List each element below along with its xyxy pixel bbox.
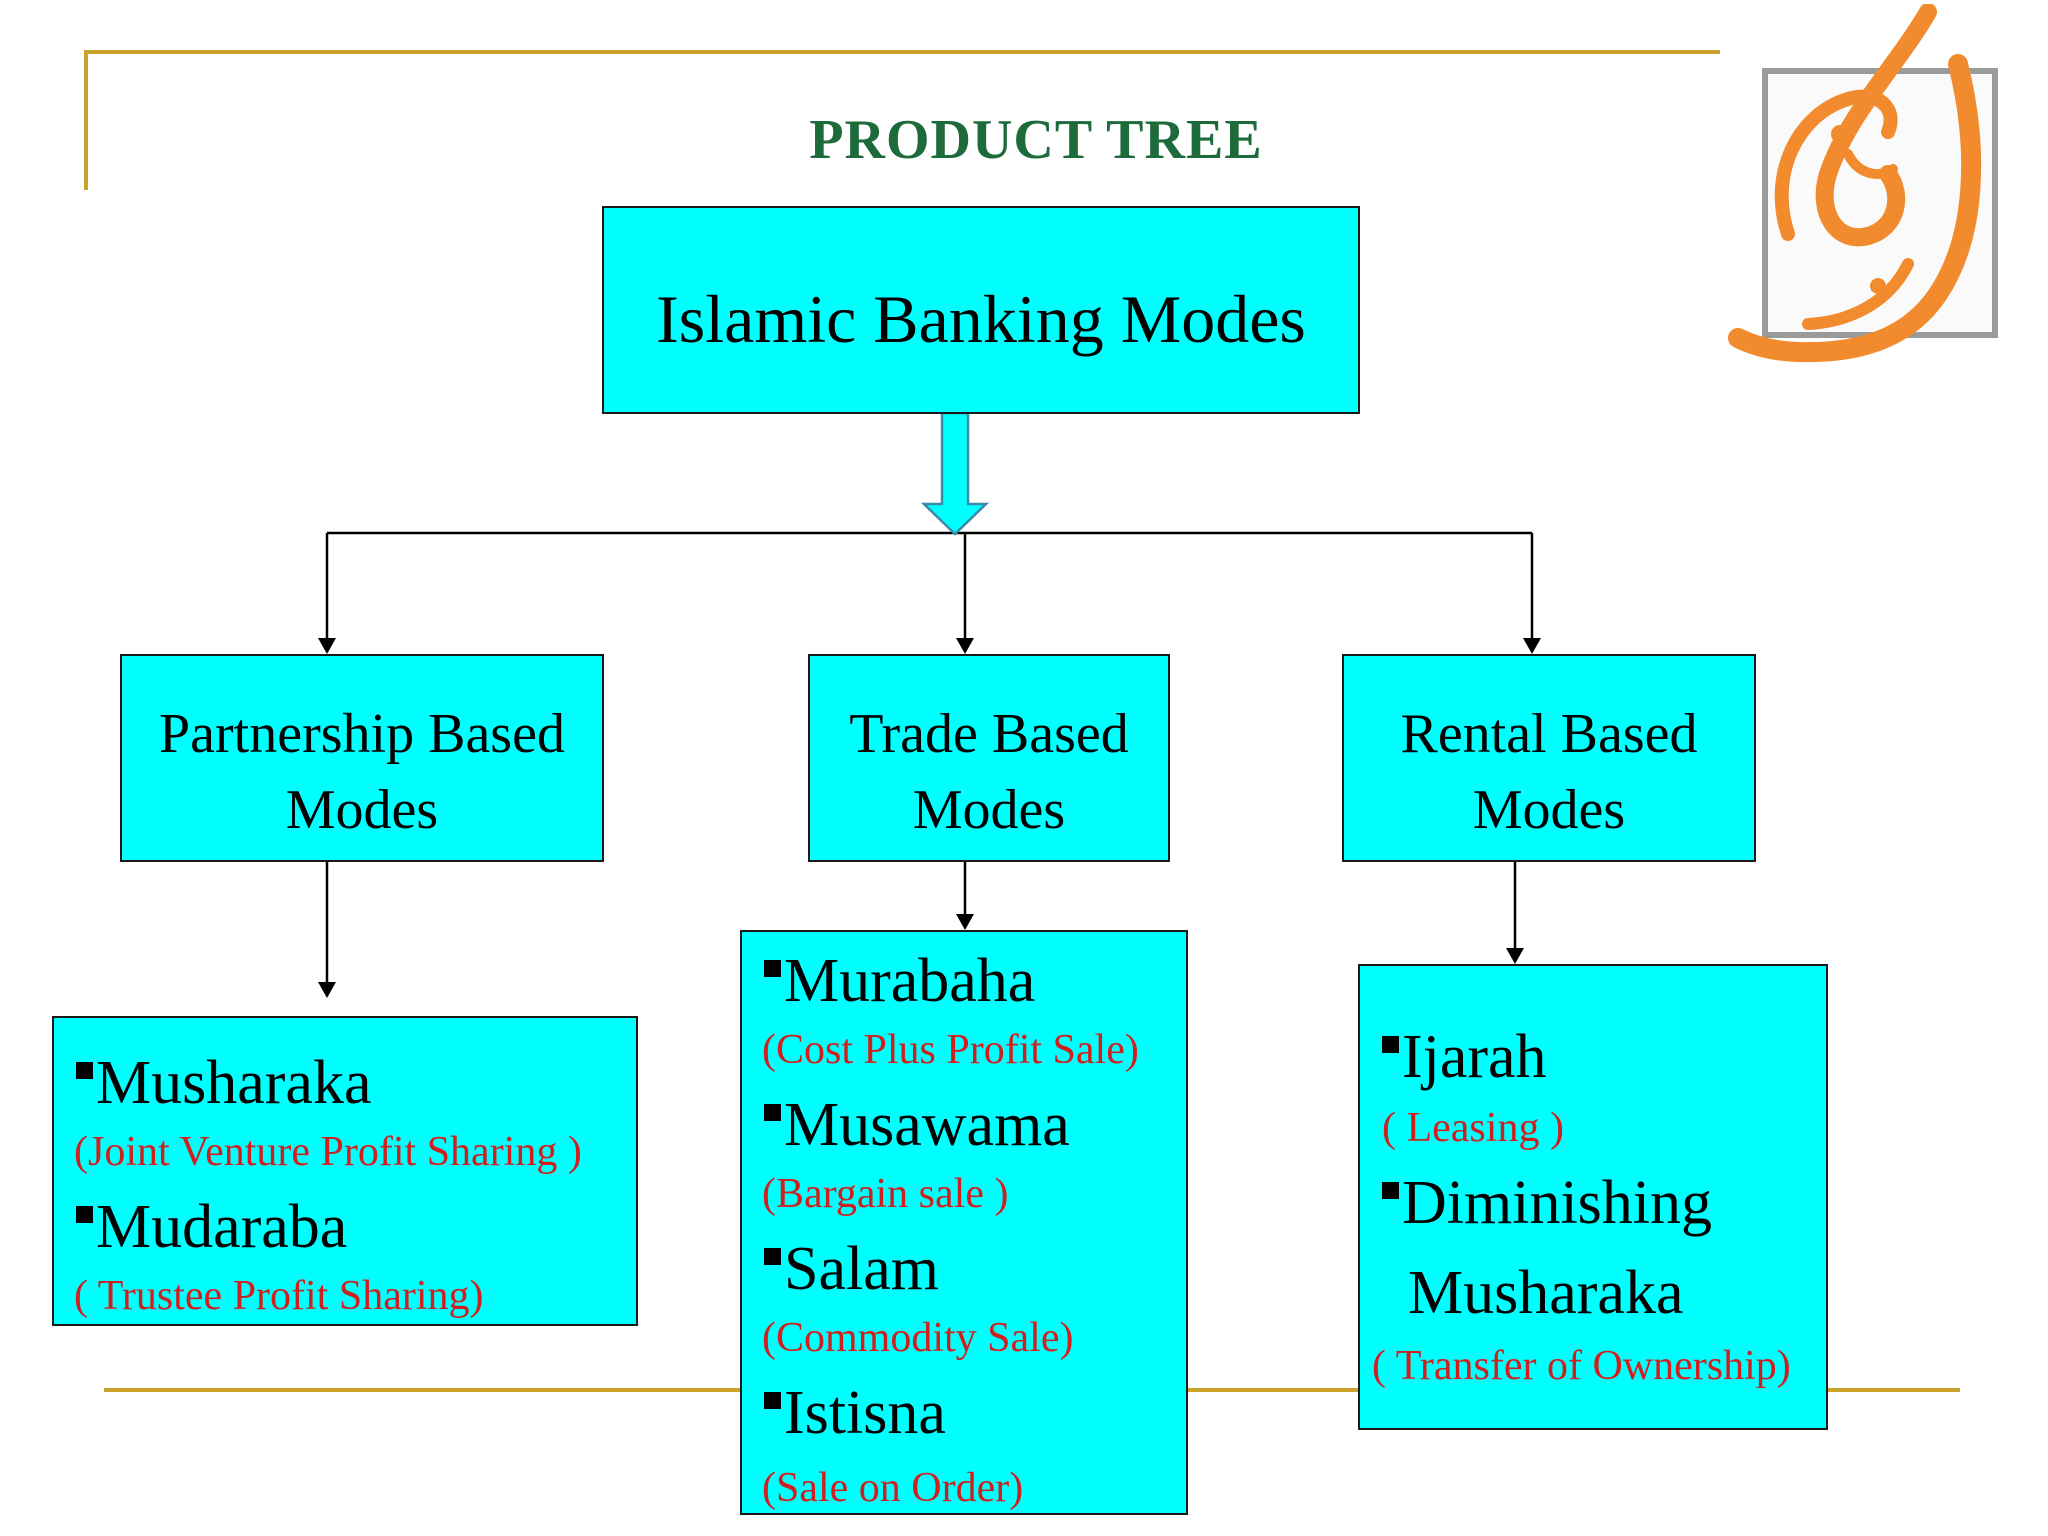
list-item-murabaha: Murabaha <box>764 946 1035 1016</box>
item-name: Diminishing <box>1402 1169 1713 1237</box>
arabic-calligraphy-logo-icon <box>1728 4 1982 363</box>
slide-title: PRODUCT TREE <box>809 109 1263 171</box>
category-label-trade: Trade Based Modes <box>810 696 1168 848</box>
top-gold-rule <box>84 50 1720 190</box>
item-name: Istisna <box>784 1379 946 1447</box>
square-bullet-icon <box>76 1206 93 1223</box>
detail-box-rental: Ijarah ( Leasing ) Diminishing Musharaka… <box>1358 964 1828 1430</box>
tree-connectors <box>325 531 1534 984</box>
item-name: Murabaha <box>784 947 1036 1015</box>
category-label-line: Partnership Based <box>159 703 565 765</box>
item-description: (Joint Venture Profit Sharing ) <box>74 1129 582 1175</box>
category-label-line: Rental Based <box>1400 703 1698 765</box>
item-description: (Bargain sale ) <box>762 1171 1009 1217</box>
square-bullet-icon <box>764 1248 781 1265</box>
item-description: (Sale on Order) <box>762 1465 1024 1511</box>
item-description: (Cost Plus Profit Sale) <box>762 1027 1139 1073</box>
square-bullet-icon <box>76 1062 93 1079</box>
root-down-arrow <box>920 411 990 536</box>
category-box-rental: Rental Based Modes <box>1342 654 1756 862</box>
list-item-istisna: Istisna <box>764 1378 946 1448</box>
list-item-mudaraba: Mudaraba <box>76 1192 347 1262</box>
list-item-musawama: Musawama <box>764 1090 1070 1160</box>
list-item-ijarah: Ijarah <box>1382 1022 1547 1092</box>
list-item-musharaka: Musharaka <box>76 1048 371 1118</box>
category-box-partnership: Partnership Based Modes <box>120 654 604 862</box>
root-label: Islamic Banking Modes <box>656 281 1306 357</box>
square-bullet-icon <box>764 1104 781 1121</box>
category-label-line: Modes <box>1472 779 1626 841</box>
item-name: Musawama <box>784 1091 1070 1159</box>
detail-box-partnership: Musharaka (Joint Venture Profit Sharing … <box>52 1016 638 1326</box>
square-bullet-icon <box>1382 1182 1399 1199</box>
category-label-partnership: Partnership Based Modes <box>122 696 602 848</box>
item-name: Salam <box>784 1235 939 1303</box>
category-label-line: Modes <box>912 779 1066 841</box>
square-bullet-icon <box>764 1392 781 1409</box>
detail-box-trade: Murabaha (Cost Plus Profit Sale) Musawam… <box>740 930 1188 1515</box>
square-bullet-icon <box>764 960 781 977</box>
category-label-line: Modes <box>285 779 439 841</box>
arrowheads <box>318 638 1541 998</box>
item-description: (Commodity Sale) <box>762 1315 1074 1361</box>
item-name: Musharaka <box>96 1049 372 1117</box>
item-description: ( Leasing ) <box>1382 1105 1564 1151</box>
item-name: Ijarah <box>1402 1023 1547 1091</box>
item-description: ( Transfer of Ownership) <box>1372 1343 1791 1389</box>
item-description: ( Trustee Profit Sharing) <box>74 1273 484 1319</box>
item-name-continuation: Musharaka <box>1408 1258 1683 1328</box>
root-box-islamic-banking-modes: Islamic Banking Modes <box>602 206 1360 414</box>
item-name: Mudaraba <box>96 1193 348 1261</box>
item-name-line2: Musharaka <box>1408 1259 1684 1327</box>
square-bullet-icon <box>1382 1036 1399 1053</box>
list-item-salam: Salam <box>764 1234 939 1304</box>
list-item-diminishing-musharaka: Diminishing <box>1382 1168 1712 1238</box>
category-label-line: Trade Based <box>849 703 1129 765</box>
category-label-rental: Rental Based Modes <box>1344 696 1754 848</box>
category-box-trade: Trade Based Modes <box>808 654 1170 862</box>
